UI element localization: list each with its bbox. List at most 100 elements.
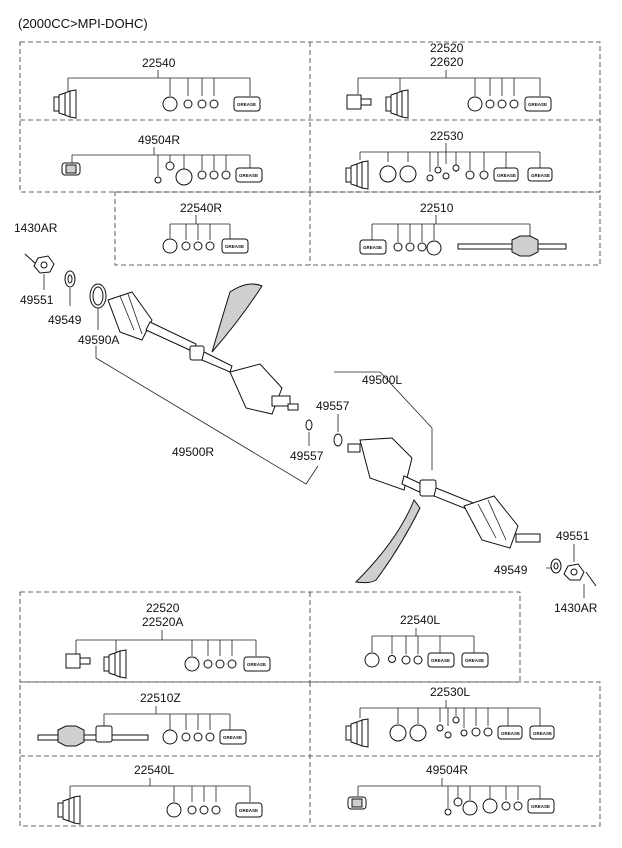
kit-label: 22540L bbox=[134, 763, 174, 777]
clamp-ring-icon bbox=[187, 805, 197, 815]
clamp-ring-icon bbox=[471, 727, 481, 737]
grease-tube-icon: GREASE bbox=[221, 238, 249, 254]
bottom-kit-group bbox=[19, 591, 601, 827]
clamp-ring-icon bbox=[189, 345, 205, 361]
svg-text:GREASE: GREASE bbox=[465, 658, 484, 663]
callout-label: 49590A bbox=[78, 333, 119, 347]
svg-text:GREASE: GREASE bbox=[501, 731, 520, 736]
assembly-label: 49500R bbox=[172, 445, 214, 459]
right-hub-hardware: 49551 49549 1430AR bbox=[494, 529, 598, 615]
grease-tube-icon: GREASE bbox=[529, 725, 555, 740]
snap-ring-icon bbox=[305, 419, 313, 431]
grease-tube-icon: GREASE bbox=[527, 798, 555, 814]
grease-tube-icon: GREASE bbox=[527, 167, 553, 182]
clamp-ring-icon bbox=[483, 727, 493, 737]
boot-housing-icon bbox=[61, 162, 81, 176]
svg-text:GREASE: GREASE bbox=[223, 735, 242, 740]
callout-label: 49551 bbox=[556, 529, 590, 543]
clamp-ring-icon bbox=[175, 168, 193, 186]
grease-tube-icon: GREASE bbox=[235, 167, 263, 183]
cv-boot-icon bbox=[345, 160, 369, 190]
kit-label: 22520 bbox=[430, 41, 464, 55]
grease-tube-icon: GREASE bbox=[235, 802, 263, 818]
svg-text:GREASE: GREASE bbox=[239, 173, 258, 178]
svg-text:GREASE: GREASE bbox=[531, 173, 550, 178]
grease-tube-icon: GREASE bbox=[461, 652, 489, 668]
clamp-ring-icon bbox=[453, 797, 463, 807]
tripod-joint-icon bbox=[65, 653, 91, 669]
svg-text:GREASE: GREASE bbox=[237, 102, 256, 107]
clamp-ring-icon bbox=[467, 96, 483, 112]
callout-label: 1430AR bbox=[14, 221, 58, 235]
clamp-ring-icon bbox=[197, 170, 207, 180]
kit-22510Z: 22510Z GREASE bbox=[37, 691, 247, 747]
kit-22530L: 22530L GREASE GREASE bbox=[345, 685, 555, 748]
grease-tube-icon: GREASE bbox=[359, 239, 387, 255]
clamp-ring-icon bbox=[181, 732, 191, 742]
engine-spec-header: (2000CC>MPI-DOHC) bbox=[18, 16, 148, 31]
clamp-ring-icon bbox=[452, 716, 460, 724]
grease-tube-icon: GREASE bbox=[497, 725, 523, 740]
clamp-ring-icon bbox=[199, 805, 209, 815]
shaft-arrow-mark bbox=[354, 498, 421, 584]
clamp-ring-icon bbox=[162, 729, 178, 745]
clamp-ring-icon bbox=[434, 166, 442, 174]
clamp-ring-icon bbox=[183, 99, 193, 109]
drive-shaft-icon bbox=[37, 725, 149, 747]
kit-22520-22520A: 22520 22520A GREASE bbox=[65, 601, 271, 679]
drive-shaft-49500R: 49557 49500R bbox=[95, 283, 324, 485]
kit-49504R-top: 49504R GREASE bbox=[61, 133, 263, 186]
kit-49504R-bottom: 49504R GREASE bbox=[347, 763, 555, 816]
kit-label: 22540 bbox=[142, 56, 176, 70]
clamp-ring-icon bbox=[513, 801, 523, 811]
drive-shaft-icon bbox=[201, 351, 233, 373]
svg-text:GREASE: GREASE bbox=[225, 244, 244, 249]
clamp-ring-icon bbox=[417, 242, 427, 252]
clamp-ring-icon bbox=[444, 808, 452, 816]
clamp-ring-icon bbox=[203, 659, 213, 669]
assembly-label: 49500L bbox=[362, 373, 402, 387]
cv-boot-icon bbox=[345, 718, 369, 748]
svg-text:GREASE: GREASE bbox=[497, 173, 516, 178]
callout-label: 49551 bbox=[20, 293, 54, 307]
clamp-ring-icon bbox=[401, 655, 411, 665]
clamp-ring-icon bbox=[364, 652, 380, 668]
kit-label: 49504R bbox=[426, 763, 468, 777]
clamp-ring-icon bbox=[482, 798, 498, 814]
kit-label: 22620 bbox=[430, 55, 464, 69]
clamp-ring-icon bbox=[193, 241, 203, 251]
kit-22540L-upper: 22540L GREASE GREASE bbox=[364, 613, 489, 668]
tripod-joint-icon bbox=[347, 437, 413, 491]
clamp-ring-icon bbox=[399, 165, 417, 183]
clamp-ring-icon bbox=[501, 801, 511, 811]
clamp-ring-icon bbox=[221, 170, 231, 180]
drive-shaft-icon bbox=[457, 235, 567, 257]
clamp-ring-icon bbox=[379, 165, 397, 183]
kit-label: 22520A bbox=[142, 615, 183, 629]
clamp-ring-icon bbox=[165, 161, 175, 171]
kit-label: 22530 bbox=[430, 129, 464, 143]
clamp-ring-icon bbox=[462, 800, 478, 816]
cotter-pin-icon bbox=[585, 571, 597, 587]
shaft-arrow-mark bbox=[211, 283, 263, 353]
kit-label: 22520 bbox=[146, 601, 180, 615]
clamp-ring-icon bbox=[497, 99, 507, 109]
clamp-ring-icon bbox=[193, 732, 203, 742]
kit-22520-22620: 22520 22620 GREASE bbox=[346, 41, 552, 119]
kit-22540: 22540 GREASE bbox=[53, 56, 261, 119]
kit-label: 22510Z bbox=[140, 691, 181, 705]
clamp-ring-icon bbox=[154, 176, 162, 184]
kit-22540R: 22540R GREASE bbox=[162, 201, 249, 254]
washer-icon bbox=[550, 558, 562, 574]
kit-label: 22530L bbox=[430, 685, 470, 699]
drive-shaft-icon bbox=[145, 321, 197, 353]
cv-boot-icon bbox=[463, 495, 519, 549]
kit-22510: 22510 GREASE bbox=[359, 201, 567, 257]
clamp-ring-icon bbox=[436, 724, 444, 732]
top-kit-frame-lower bbox=[114, 191, 601, 266]
callout-label: 1430AR bbox=[554, 601, 598, 615]
clamp-ring-icon bbox=[442, 172, 450, 180]
kit-22530-top: 22530 GREASE GREASE bbox=[345, 129, 553, 190]
clamp-ring-icon bbox=[413, 655, 423, 665]
